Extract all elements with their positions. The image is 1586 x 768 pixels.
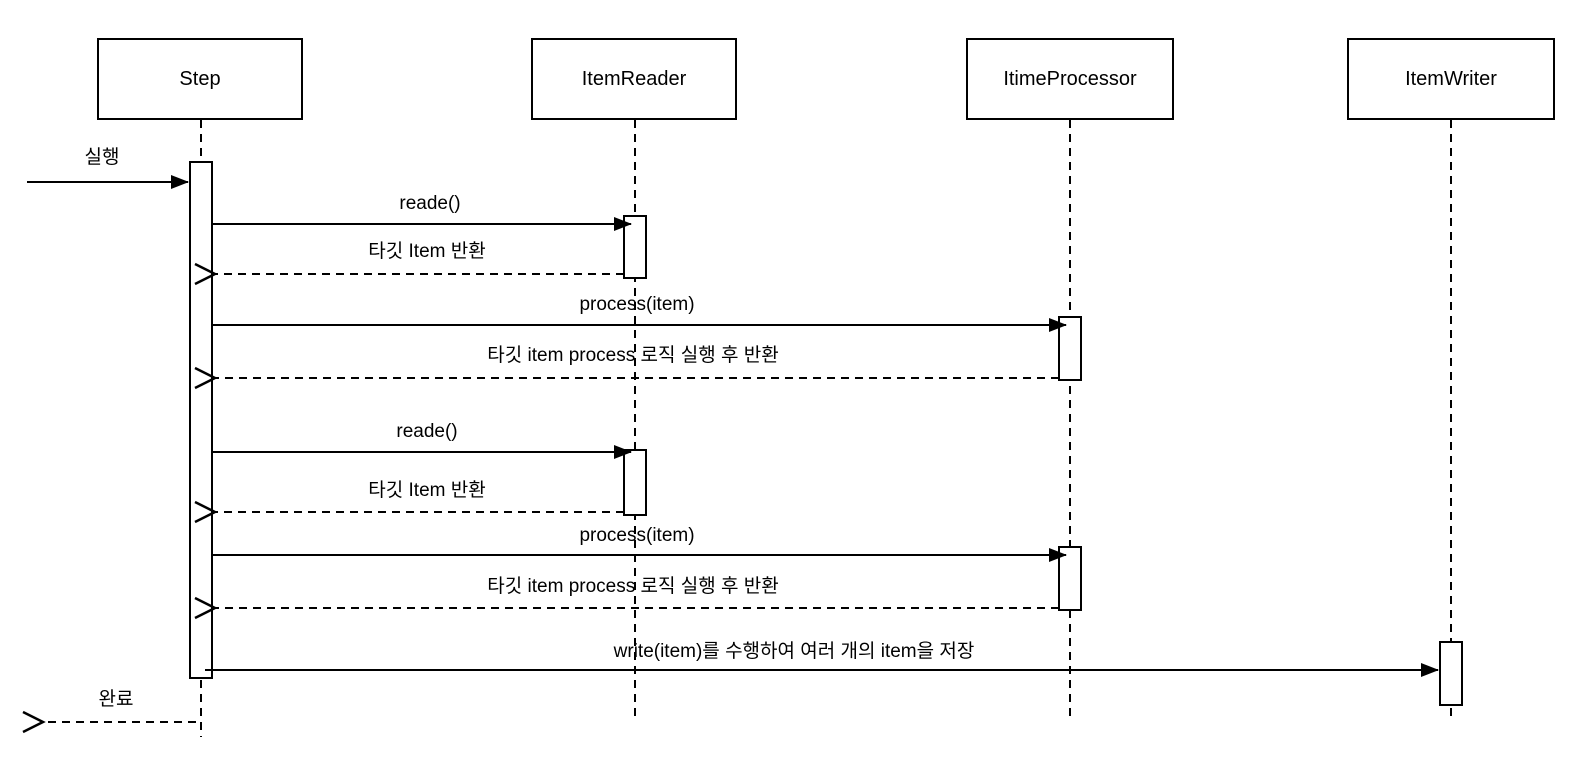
message-label-return-item-1: 타깃 Item 반환 <box>368 241 486 263</box>
participant-itimeprocessor-label: ItimeProcessor <box>1003 67 1137 90</box>
message-label-return-process-1: 타깃 item process 로직 실행 후 반환 <box>487 345 779 367</box>
activation-itemreader-2 <box>623 449 647 516</box>
participant-itemwriter-label: ItemWriter <box>1405 67 1497 90</box>
participant-step-label: Step <box>179 67 221 90</box>
message-label-return-item-2: 타깃 Item 반환 <box>368 480 486 502</box>
activation-step <box>189 161 213 679</box>
activation-itemreader-1 <box>623 215 647 279</box>
participant-step: Step <box>97 38 303 120</box>
activation-itimeprocessor-1 <box>1058 316 1082 381</box>
message-label-reade-2: reade() <box>396 421 458 443</box>
participant-itimeprocessor: ItimeProcessor <box>966 38 1174 120</box>
participant-itemwriter: ItemWriter <box>1347 38 1555 120</box>
participant-itemreader: ItemReader <box>531 38 737 120</box>
activation-itemwriter <box>1439 641 1463 706</box>
activation-itimeprocessor-2 <box>1058 546 1082 611</box>
message-label-execute: 실행 <box>84 147 120 169</box>
message-label-reade-1: reade() <box>399 193 461 215</box>
message-label-return-process-2: 타깃 item process 로직 실행 후 반환 <box>487 576 779 598</box>
message-label-complete: 완료 <box>98 689 134 711</box>
message-label-write: write(item)를 수행하여 여러 개의 item을 저장 <box>613 641 975 663</box>
message-label-process-1: process(item) <box>579 294 695 316</box>
participant-itemreader-label: ItemReader <box>581 67 687 90</box>
message-label-process-2: process(item) <box>579 525 695 547</box>
